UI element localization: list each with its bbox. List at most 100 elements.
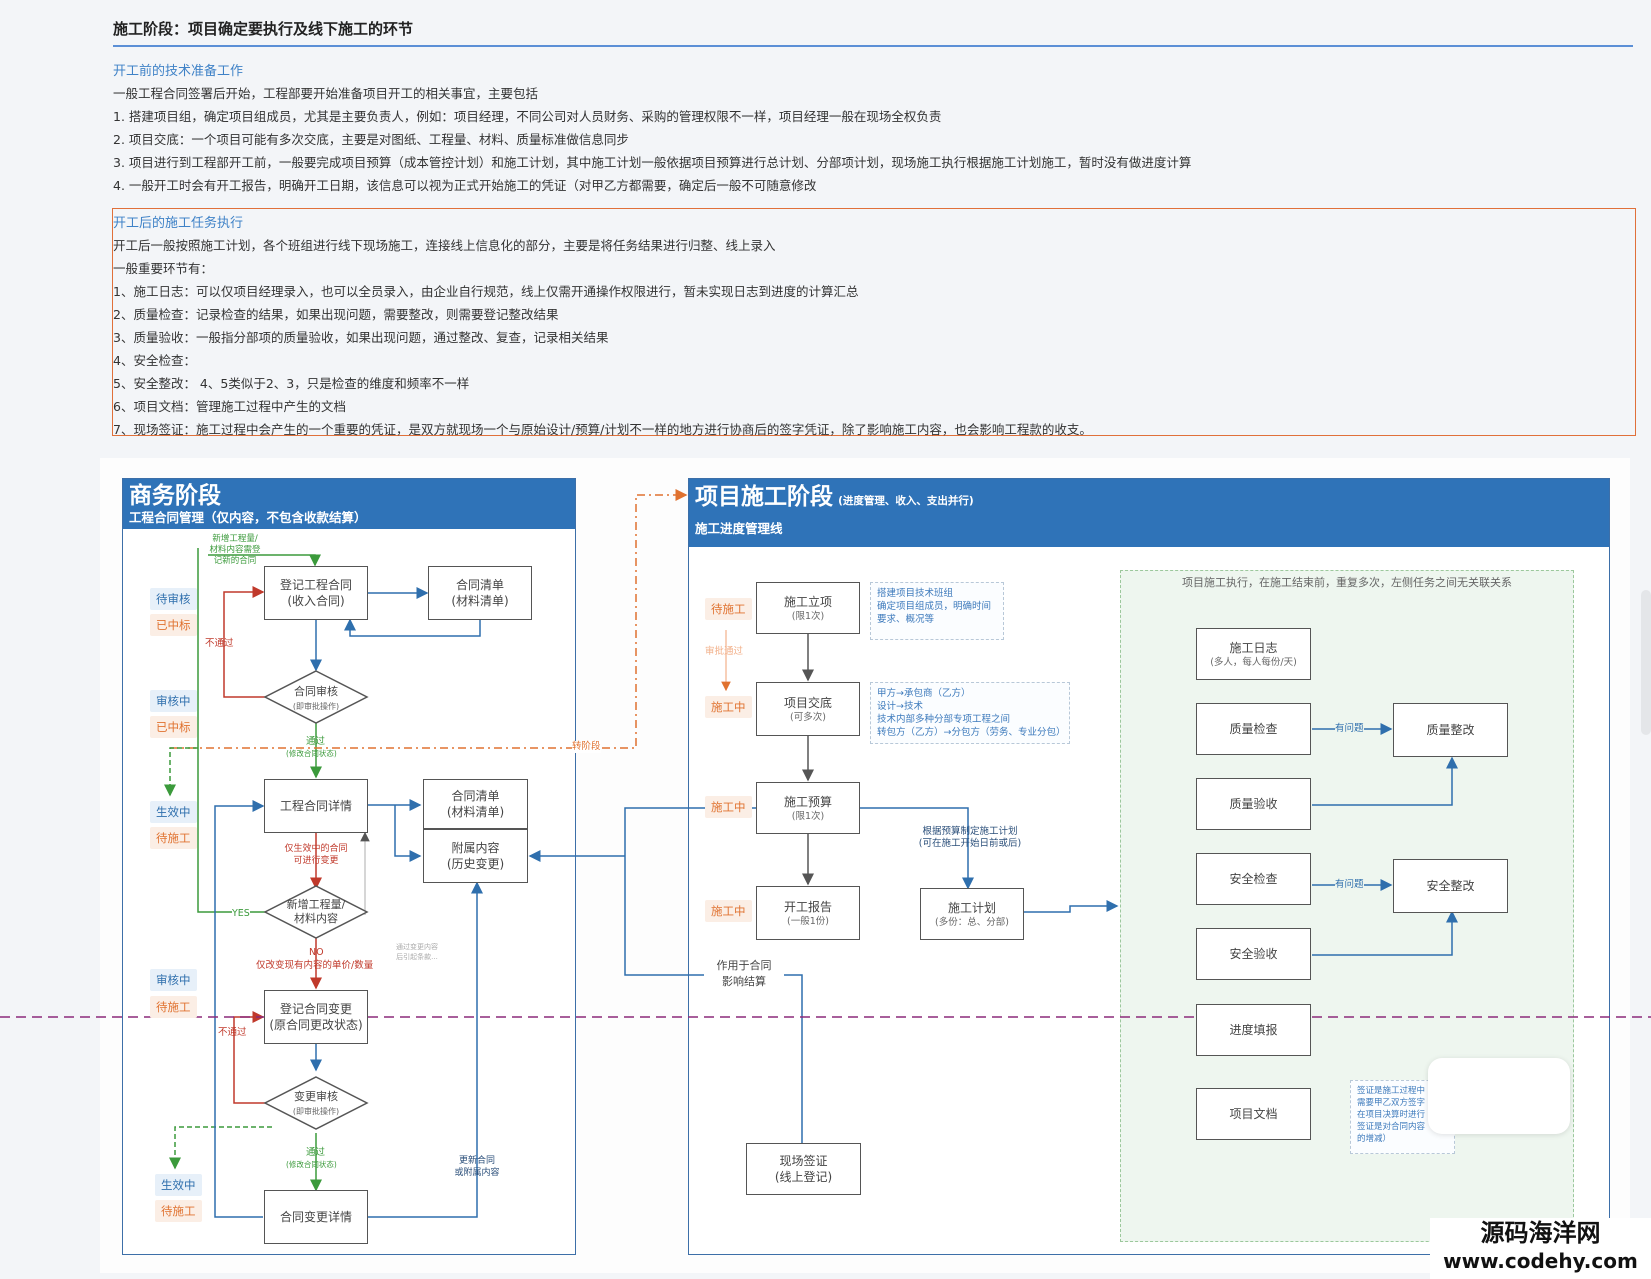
node-title: 质量检查 bbox=[1229, 722, 1278, 736]
attachment-node[interactable]: 附属内容 (历史变更) bbox=[423, 829, 528, 883]
section2-line: 2、质量检查：记录检查的结果，如果出现问题，需要整改，则需要登记整改结果 bbox=[113, 307, 559, 322]
project-handover-node[interactable]: 项目交底 (可多次) bbox=[756, 682, 860, 736]
reject-label: 不通过 bbox=[205, 638, 234, 649]
construction-plan-node[interactable]: 施工计划 (多份：总、分部) bbox=[920, 888, 1024, 940]
status-reviewing: 审核中 bbox=[150, 969, 197, 991]
quality-accept-node[interactable]: 质量验收 bbox=[1196, 778, 1311, 830]
contract-audit-node[interactable]: 合同审核 (即审批操作) bbox=[270, 680, 362, 716]
has-issue-label: 有问题 bbox=[1335, 723, 1364, 735]
section1-line: 一般工程合同签署后开始，工程部要开始准备项目开工的相关事宜，主要包括 bbox=[113, 86, 539, 101]
scrollbar-thumb[interactable] bbox=[1641, 590, 1651, 735]
register-change-node[interactable]: 登记合同变更 (原合同更改状态) bbox=[264, 990, 368, 1044]
node-title: 安全检查 bbox=[1229, 872, 1278, 886]
node-subtitle: (材料清单) bbox=[451, 594, 509, 608]
pass-sub-label: (修改合同状态) bbox=[286, 749, 337, 758]
contract-list-node[interactable]: 合同清单 (材料清单) bbox=[423, 779, 528, 829]
section2-title: 开工后的施工任务执行 bbox=[113, 216, 244, 231]
node-subtitle: (即审批操作) bbox=[292, 701, 340, 711]
plan-by-budget-label: 根据预算制定施工计划 (可在施工开始日前或后) bbox=[918, 826, 1022, 849]
status-in-construction: 施工中 bbox=[705, 900, 752, 922]
node-subtitle: (限1次) bbox=[791, 810, 825, 822]
construction-log-node[interactable]: 施工日志 (多人，每人每份/天) bbox=[1196, 628, 1311, 680]
status-in-construction: 施工中 bbox=[705, 696, 752, 718]
change-detail-node[interactable]: 合同变更详情 bbox=[264, 1190, 368, 1244]
watermark: 源码海洋网 www.codehy.com bbox=[1430, 1218, 1651, 1279]
site-visa-node[interactable]: 现场签证 (线上登记) bbox=[746, 1143, 861, 1195]
section1-line: 3. 项目进行到工程部开工前，一般要完成项目预算（成本管控计划）和施工计划，其中… bbox=[113, 155, 1192, 170]
node-title: 合同变更详情 bbox=[279, 1210, 352, 1224]
status-won-bid: 已中标 bbox=[150, 614, 197, 636]
node-title: 项目文档 bbox=[1229, 1107, 1278, 1121]
node-subtitle: 材料内容 bbox=[294, 912, 338, 925]
business-stage-subtitle: 工程合同管理（仅内容，不包含收款结算） bbox=[129, 510, 367, 525]
node-title: 变更审核 bbox=[294, 1089, 338, 1103]
node-title: 新增工程量/ bbox=[286, 898, 346, 911]
quality-check-node[interactable]: 质量检查 bbox=[1196, 703, 1311, 755]
approved-label: 审批通过 bbox=[705, 646, 744, 657]
section2-line: 1、施工日志：可以仅项目经理录入，也可以全员录入，由企业自行规范，线上仅需开通操… bbox=[113, 284, 859, 299]
new-quantity-decision[interactable]: 新增工程量/ 材料内容 bbox=[272, 895, 360, 929]
construction-stage-title-sub: (进度管理、收入、支出并行) bbox=[838, 495, 974, 507]
yes-label: YES bbox=[232, 908, 250, 920]
node-title: 进度填报 bbox=[1229, 1023, 1278, 1037]
handover-note: 甲方→承包商（乙方） 设计→技术 技术内部多种分部专项工程之间 转包方（乙方）→… bbox=[870, 682, 1070, 744]
contract-detail-node[interactable]: 工程合同详情 bbox=[264, 779, 368, 833]
node-title: 现场签证 bbox=[779, 1154, 828, 1168]
status-pending-construction: 待施工 bbox=[150, 827, 197, 849]
status-pending-construction: 待施工 bbox=[150, 996, 197, 1018]
construction-stage-header: 项目施工阶段 (进度管理、收入、支出并行) 施工进度管理线 bbox=[689, 479, 1609, 547]
node-title: 合同清单 bbox=[451, 789, 500, 803]
pass-sub-label: (修改合同状态) bbox=[286, 1160, 337, 1169]
section1-line: 2. 项目交底：一个项目可能有多次交底，主要是对图纸、工程量、材料、质量标准做信… bbox=[113, 132, 629, 147]
to-stage-label: 转阶段 bbox=[572, 741, 601, 753]
construction-budget-node[interactable]: 施工预算 (限1次) bbox=[756, 782, 860, 834]
start-report-node[interactable]: 开工报告 (一般1份) bbox=[756, 886, 860, 940]
quality-fix-node[interactable]: 质量整改 bbox=[1393, 703, 1508, 757]
safety-fix-node[interactable]: 安全整改 bbox=[1393, 859, 1508, 913]
section2-highlight-box bbox=[112, 208, 1636, 436]
safety-check-node[interactable]: 安全检查 bbox=[1196, 853, 1311, 905]
node-title: 登记工程合同 bbox=[279, 578, 352, 592]
node-title: 安全验收 bbox=[1229, 947, 1278, 961]
node-subtitle: (历史变更) bbox=[446, 857, 505, 871]
status-effective: 生效中 bbox=[150, 801, 197, 823]
node-subtitle: (收入合同) bbox=[287, 594, 345, 608]
safety-accept-node[interactable]: 安全验收 bbox=[1196, 928, 1311, 980]
node-title: 开工报告 bbox=[783, 899, 832, 914]
status-reviewing: 审核中 bbox=[150, 690, 197, 712]
progress-report-node[interactable]: 进度填报 bbox=[1196, 1004, 1311, 1056]
status-effective: 生效中 bbox=[155, 1174, 202, 1196]
project-start-node[interactable]: 施工立项 (限1次) bbox=[756, 582, 860, 634]
overlay-card bbox=[1428, 1058, 1570, 1134]
node-subtitle: (线上登记) bbox=[774, 1170, 833, 1184]
reject-label: 不通过 bbox=[218, 1027, 247, 1038]
node-title: 项目交底 bbox=[783, 695, 832, 710]
section2-line: 4、安全检查： bbox=[113, 353, 196, 368]
node-title: 施工计划 bbox=[947, 900, 996, 915]
node-title: 合同清单 bbox=[455, 578, 504, 592]
status-pending-review: 待审核 bbox=[150, 588, 197, 610]
section2-line: 7、现场签证：施工过程中会产生的一个重要的凭证，是双方就现场一个与原始设计/预算… bbox=[113, 422, 1092, 437]
title-divider bbox=[113, 45, 1633, 47]
business-stage-title: 商务阶段 bbox=[129, 483, 221, 509]
page-title: 施工阶段：项目确定要执行及线下施工的环节 bbox=[113, 20, 414, 38]
project-docs-node[interactable]: 项目文档 bbox=[1196, 1088, 1311, 1140]
node-title: 安全整改 bbox=[1426, 879, 1475, 893]
pass-label: 通过 bbox=[306, 1147, 326, 1158]
node-subtitle: (多份：总、分部) bbox=[935, 916, 1009, 928]
section2-line: 开工后一般按照施工计划，各个班组进行线下现场施工，连接线上信息化的部分，主要是将… bbox=[113, 238, 776, 253]
project-start-note: 搭建项目技术班组 确定项目组成员，明确时间 要求、概况等 bbox=[870, 582, 1004, 640]
node-subtitle: (可多次) bbox=[790, 711, 826, 723]
no-label: NO bbox=[309, 947, 324, 958]
node-subtitle: (一般1份) bbox=[787, 915, 829, 927]
section2-line: 3、质量验收：一般指分部项的质量验收，如果出现问题，通过整改、复查，记录相关结果 bbox=[113, 330, 609, 345]
watermark-title: 源码海洋网 bbox=[1480, 1219, 1601, 1247]
change-audit-node[interactable]: 变更审核 (即审批操作) bbox=[270, 1086, 362, 1120]
business-stage-header: 商务阶段 工程合同管理（仅内容，不包含收款结算） bbox=[123, 479, 575, 529]
contract-list-node[interactable]: 合同清单 (材料清单) bbox=[428, 566, 532, 620]
node-subtitle: (原合同更改状态) bbox=[269, 1018, 363, 1032]
has-issue-label: 有问题 bbox=[1335, 879, 1364, 891]
register-contract-node[interactable]: 登记工程合同 (收入合同) bbox=[264, 566, 368, 620]
watermark-url: www.codehy.com bbox=[1443, 1249, 1638, 1273]
node-title: 施工立项 bbox=[783, 594, 832, 609]
